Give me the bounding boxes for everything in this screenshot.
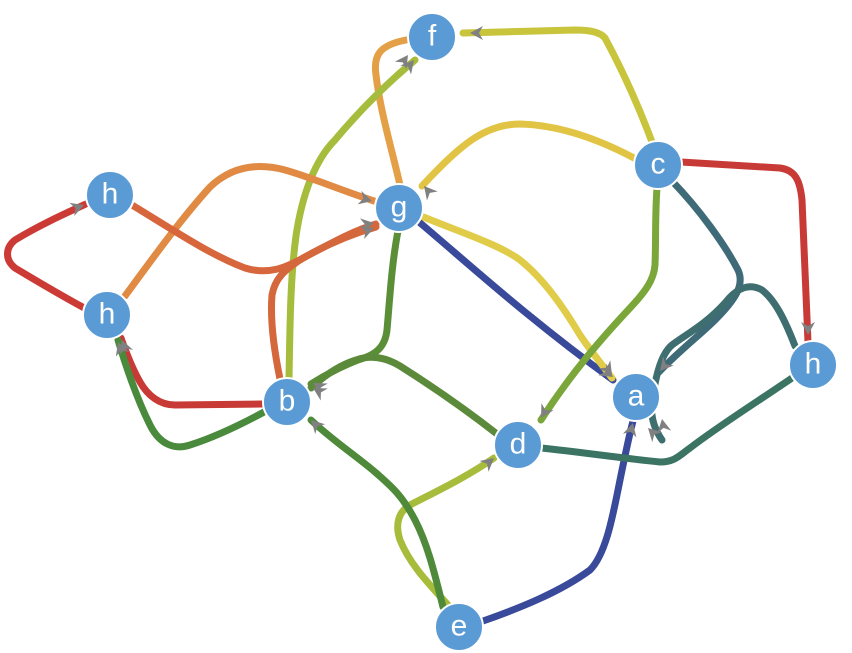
- node-label: a: [628, 380, 645, 413]
- node-label: b: [279, 385, 296, 418]
- node-circle: [434, 602, 484, 652]
- node-circle: [262, 377, 312, 427]
- arrowhead-icon: [598, 360, 612, 375]
- node-circle: [374, 183, 424, 233]
- arrowhead-icon: [660, 356, 674, 371]
- node-circle: [788, 340, 838, 390]
- node-h1[interactable]: h: [85, 170, 135, 220]
- edge-d-to-b: [307, 353, 501, 438]
- edge-b-to-h2: [117, 334, 266, 409]
- arrowhead-icon: [313, 388, 328, 401]
- node-f[interactable]: f: [407, 12, 457, 62]
- node-c[interactable]: c: [633, 140, 683, 190]
- node-circle: [611, 372, 661, 422]
- node-circle: [493, 420, 543, 470]
- node-b[interactable]: b: [262, 377, 312, 427]
- node-e[interactable]: e: [434, 602, 484, 652]
- arrowhead-icon: [359, 225, 374, 240]
- edge-e-to-d: [394, 454, 498, 609]
- edge-c-to-h3: [677, 158, 812, 346]
- node-label: c: [651, 148, 666, 181]
- node-label: e: [451, 610, 468, 643]
- node-circle: [82, 290, 132, 340]
- nodes-layer: f c g h h h b a d e: [82, 12, 838, 652]
- node-label: h: [805, 348, 822, 381]
- arrowhead-icon: [622, 423, 637, 438]
- arrowhead-icon: [311, 420, 326, 435]
- node-h2[interactable]: h: [82, 290, 132, 340]
- arrowhead-icon: [69, 202, 84, 217]
- arrowhead-icon: [541, 403, 554, 418]
- edge-h2-to-g: [121, 163, 378, 300]
- node-circle: [85, 170, 135, 220]
- arrowhead-icon: [400, 60, 414, 75]
- node-d[interactable]: d: [493, 420, 543, 470]
- edge-c-to-d: [537, 184, 661, 424]
- node-g[interactable]: g: [374, 183, 424, 233]
- node-circle: [407, 12, 457, 62]
- arrowhead-icon: [119, 340, 134, 355]
- edge-h3-to-a: [648, 283, 799, 444]
- edge-d-to-a: [537, 374, 796, 466]
- edge-b-to-g: [267, 223, 380, 383]
- arrowhead-icon: [115, 342, 130, 357]
- edge-c-to-f: [459, 26, 656, 146]
- edge-b-to-f: [285, 56, 419, 382]
- edge-c-to-g: [418, 120, 638, 190]
- arrowhead-icon: [479, 458, 494, 472]
- arrowhead-icon: [470, 26, 483, 40]
- edge-h2-to-h1: [4, 200, 92, 314]
- arrowhead-icon: [801, 322, 815, 335]
- node-circle: [633, 140, 683, 190]
- edge-e-to-b: [307, 416, 447, 611]
- node-label: d: [510, 428, 527, 461]
- node-label: h: [99, 298, 116, 331]
- arrowhead-icon: [657, 419, 672, 434]
- arrowhead-icon: [424, 186, 438, 201]
- node-a[interactable]: a: [611, 372, 661, 422]
- node-label: h: [102, 178, 119, 211]
- arrowhead-icon: [598, 363, 613, 377]
- edge-g-to-f: [371, 36, 410, 189]
- arrowhead-icon: [357, 190, 372, 205]
- node-label: f: [428, 20, 437, 53]
- arrowhead-icon: [359, 218, 374, 233]
- node-label: g: [391, 191, 408, 224]
- arrowhead-icon: [648, 428, 663, 443]
- arrows-layer: [69, 26, 815, 472]
- node-h3[interactable]: h: [788, 340, 838, 390]
- edge-b-to-h2: [114, 336, 268, 451]
- edges-layer: [4, 26, 812, 625]
